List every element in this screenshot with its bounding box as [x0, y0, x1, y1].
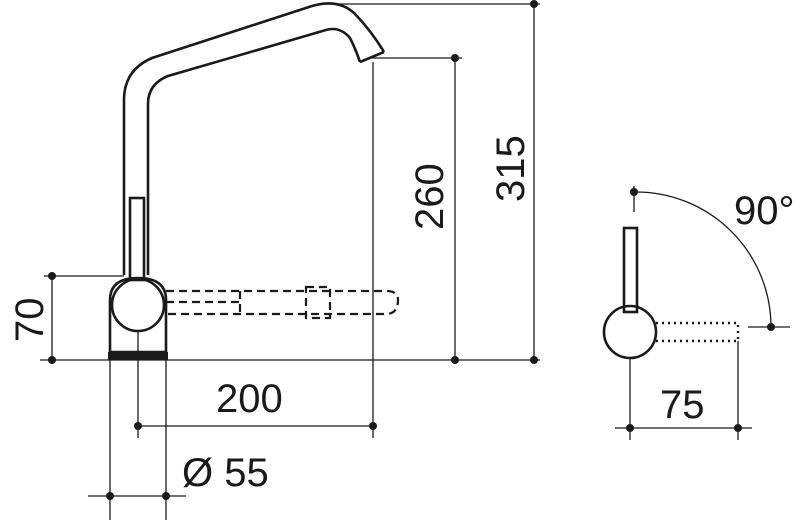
dim-node	[48, 272, 56, 280]
side-lever-rotated	[656, 321, 740, 343]
dim-node	[626, 424, 634, 432]
label-diameter-55: Ø 55	[182, 451, 269, 495]
lever-rotated-grip	[304, 285, 332, 320]
side-lever-handle	[622, 226, 639, 314]
lever-rotated-inner	[166, 291, 242, 314]
dim-node	[48, 356, 56, 364]
dim-node	[451, 54, 459, 62]
faucet-side-view	[602, 186, 790, 440]
spout-tip	[359, 50, 385, 64]
dim-node	[530, 0, 538, 8]
spout-outer-contour	[122, 2, 386, 275]
label-90-degrees: 90°	[734, 189, 795, 233]
dimension-lines-front	[40, 0, 540, 520]
lever-rotated-dashed	[166, 289, 400, 316]
label-260: 260	[408, 163, 452, 230]
label-70: 70	[8, 298, 52, 343]
label-200: 200	[216, 377, 283, 421]
label-75: 75	[660, 383, 705, 427]
dim-node	[530, 356, 538, 364]
lever-handle	[128, 196, 146, 282]
dim-node	[162, 492, 170, 500]
lever-knob	[110, 277, 166, 333]
dim-node	[106, 492, 114, 500]
dim-node	[134, 422, 142, 430]
dim-node	[451, 356, 459, 364]
dim-node	[734, 424, 742, 432]
label-315: 315	[489, 135, 533, 202]
dimension-labels: 315 260 70 200 Ø 55 75 90°	[8, 135, 795, 495]
side-lever-knob	[602, 304, 658, 360]
dim-node	[369, 422, 377, 430]
faucet-front-view	[108, 2, 400, 360]
spout-inner-contour	[146, 27, 362, 275]
angle-arc	[633, 191, 772, 328]
